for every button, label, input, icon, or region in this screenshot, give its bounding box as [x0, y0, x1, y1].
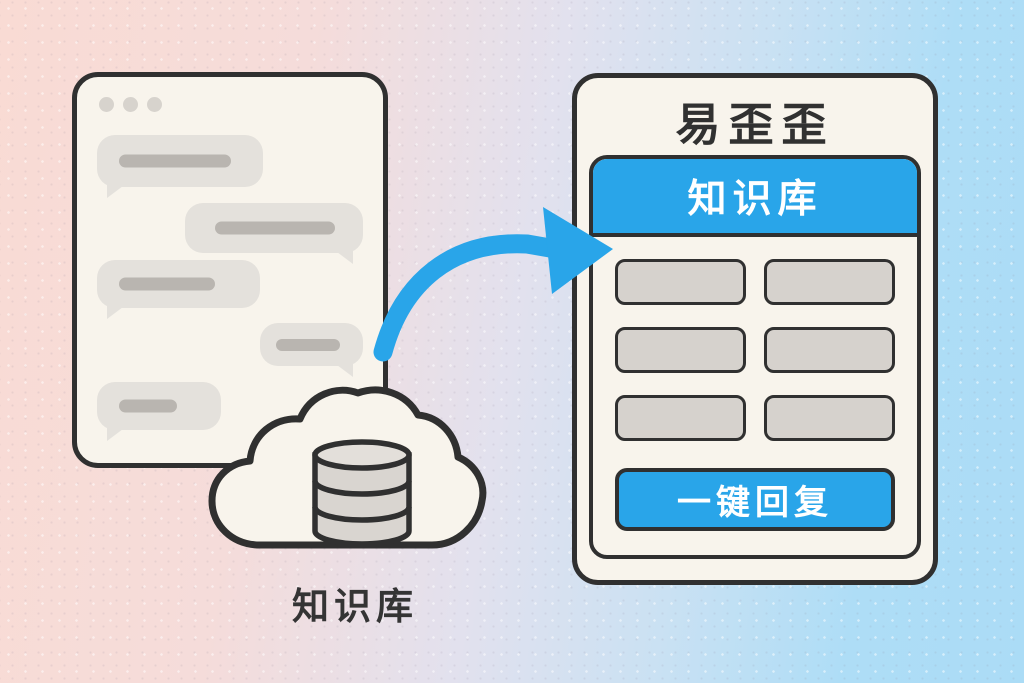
reply-slot-button[interactable]	[615, 395, 746, 441]
knowledge-base-header: 知识库	[593, 159, 917, 237]
arrow-right-icon	[373, 207, 613, 362]
chat-bubble	[185, 203, 363, 253]
chat-bubble	[260, 323, 363, 366]
app-title: 易歪歪	[675, 99, 835, 150]
chat-window	[72, 72, 388, 468]
knowledge-cloud	[208, 386, 487, 549]
bubble-text-line	[119, 399, 177, 413]
reply-slot-button[interactable]	[615, 327, 746, 373]
window-dot-icon	[123, 97, 138, 112]
one-click-reply-button[interactable]: 一键回复	[615, 468, 895, 531]
app-panel: 易歪歪 知识库 一键回复	[572, 73, 938, 585]
database-icon	[312, 439, 412, 547]
reply-slot-button[interactable]	[764, 327, 895, 373]
chat-bubble	[97, 260, 260, 308]
chat-bubble	[97, 135, 263, 187]
knowledge-panel: 知识库 一键回复	[589, 155, 921, 559]
reply-slot-button[interactable]	[764, 259, 895, 305]
cloud-label: 知识库	[292, 586, 418, 627]
window-dots	[99, 97, 162, 112]
window-dot-icon	[147, 97, 162, 112]
reply-slot-button[interactable]	[764, 395, 895, 441]
bubble-text-line	[119, 277, 215, 291]
reply-grid	[593, 237, 917, 441]
reply-slot-button[interactable]	[615, 259, 746, 305]
bubble-text-line	[276, 338, 340, 351]
chat-bubble	[97, 382, 221, 430]
bubble-text-line	[119, 154, 231, 168]
bubble-text-line	[215, 221, 335, 235]
window-dot-icon	[99, 97, 114, 112]
